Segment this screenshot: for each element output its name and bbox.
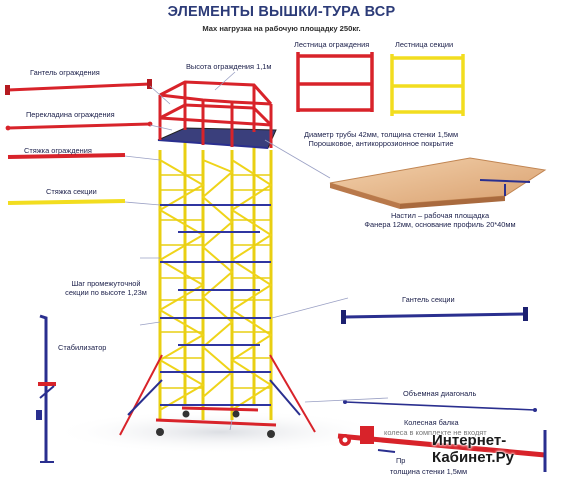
label-step: Шаг промежуточной секции по высоте 1,23м — [58, 279, 154, 298]
label-pipe-line1: Диаметр трубы 42мм, толщина стенки 1,5мм — [303, 130, 459, 139]
page-subtitle: Мах нагрузка на рабочую площадку 250кг. — [202, 24, 361, 33]
section-ties — [160, 204, 271, 406]
section-handle-part — [341, 307, 528, 324]
label-guard-handle: Гантель ограждения — [30, 68, 100, 77]
guard-crossbar-part — [5, 121, 153, 131]
ground-shadow — [50, 410, 390, 454]
label-guard-tie: Стяжка ограждения — [24, 146, 92, 155]
label-guard-ladder: Лестница ограждения — [294, 40, 370, 49]
label-step-line2: секции по высоте 1,23м — [65, 288, 147, 298]
volumetric-diagonal-part — [343, 400, 537, 412]
watermark-line1: Интернет- — [432, 432, 507, 449]
label-section-ladder: Лестница секции — [395, 40, 454, 49]
label-guard-height: Высота ограждения 1,1м — [186, 62, 272, 71]
label-profile-line2: толщина стенки 1,5мм — [390, 467, 468, 476]
label-guard-crossbar: Перекладина ограждения — [26, 110, 115, 119]
label-deck-line2: Фанера 12мм, основание профиль 20*40мм — [364, 220, 516, 230]
guard-handle-part — [5, 79, 152, 95]
label-wheel-beam: Колесная балка — [404, 418, 459, 427]
page-title: ЭЛЕМЕНТЫ ВЫШКИ-ТУРА ВСР — [167, 4, 396, 20]
label-deck-line1: Настил – рабочая площадка — [390, 211, 490, 220]
label-deck: Настил – рабочая площадка Фанера 12мм, о… — [350, 211, 530, 230]
deck-part — [329, 157, 547, 209]
tower-stabilizers — [119, 354, 316, 436]
tower-base — [155, 406, 277, 438]
guard-tie-part — [7, 153, 126, 159]
wheel-beam-part — [337, 426, 547, 472]
stabilizer-part — [36, 314, 56, 463]
label-step-line1: Шаг промежуточной — [71, 279, 141, 288]
label-pipe-spec: Диаметр трубы 42мм, толщина стенки 1,5мм… — [288, 130, 474, 149]
leader-lines — [124, 71, 389, 431]
label-section-handle: Гантель секции — [402, 295, 455, 304]
label-section-tie: Стяжка секции — [46, 187, 97, 196]
label-pipe-line2: Порошковое, антикоррозионное покрытие — [308, 139, 454, 149]
scaffold-tower — [119, 80, 316, 438]
watermark-line2: Кабинет.Ру — [432, 449, 514, 466]
section-tie-part — [7, 199, 126, 205]
section-diagonals — [158, 159, 273, 411]
section-rungs — [160, 174, 271, 389]
label-diagonal: Объемная диагональ — [403, 389, 477, 398]
section-ladder-part — [390, 54, 465, 116]
guard-rail — [158, 80, 273, 148]
label-stabilizer: Стабилизатор — [58, 343, 107, 352]
label-wheel-note: колеса в комплекте не входят — [384, 428, 487, 437]
guard-ladder-part — [296, 52, 374, 112]
section-frames — [158, 140, 273, 420]
label-profile-line1: Пр — [396, 456, 406, 465]
